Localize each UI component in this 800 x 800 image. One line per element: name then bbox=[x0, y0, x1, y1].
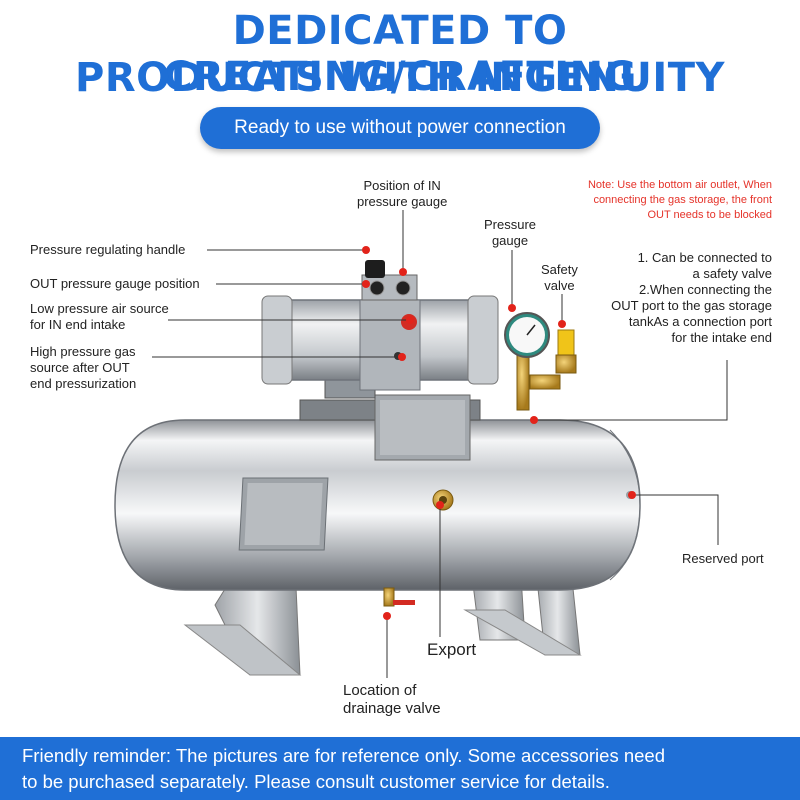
footer-line-1: Friendly reminder: The pictures are for … bbox=[22, 745, 666, 766]
label-line: 1. Can be connected to bbox=[637, 250, 772, 265]
callout-markers bbox=[362, 246, 636, 620]
footer-reminder: Friendly reminder: The pictures are for … bbox=[0, 737, 800, 800]
note-line: OUT needs to be blocked bbox=[647, 209, 772, 221]
label-line: for the intake end bbox=[671, 330, 772, 345]
label-high-pressure: High pressure gas source after OUT end p… bbox=[30, 344, 136, 392]
gauge-assembly bbox=[504, 312, 577, 411]
note-line: connecting the gas storage, the front bbox=[593, 194, 772, 206]
label-line: for IN end intake bbox=[30, 317, 126, 332]
label-line: tankAs a connection port bbox=[628, 314, 772, 329]
headline-line-2: PRODUCTS WITH INGENUITY bbox=[75, 55, 725, 101]
label-line: gauge bbox=[491, 233, 529, 248]
label-line: 2.When connecting the bbox=[639, 282, 772, 297]
label-out-gauge: OUT pressure gauge position bbox=[30, 276, 200, 291]
label-low-pressure: Low pressure air source for IN end intak… bbox=[30, 301, 169, 333]
label-line: pressure gauge bbox=[357, 194, 448, 209]
label-line: High pressure gas bbox=[30, 344, 136, 359]
label-line: Safety bbox=[541, 262, 578, 277]
label-line: source after OUT bbox=[30, 360, 130, 375]
label-line: OUT port to the gas storage bbox=[611, 298, 772, 313]
label-line: end pressurization bbox=[30, 376, 137, 391]
label-connection-info: 1. Can be connected to a safety valve 2.… bbox=[611, 250, 772, 346]
label-export: Export bbox=[427, 640, 477, 659]
note-text: Note: Use the bottom air outlet, When co… bbox=[588, 178, 772, 223]
label-safety-valve: Safety valve bbox=[541, 262, 578, 294]
label-line: Pressure bbox=[484, 217, 537, 232]
headline-line-1: DEDICATED TO CREATING/CRAFTING bbox=[163, 8, 637, 100]
label-line: a safety valve bbox=[692, 266, 773, 281]
label-line: Position of IN bbox=[363, 178, 441, 193]
leader-lines bbox=[152, 210, 728, 678]
label-in-gauge: Position of IN pressure gauge bbox=[357, 178, 447, 210]
feature-pill: Ready to use without power connection bbox=[200, 107, 600, 149]
label-line: Location of bbox=[343, 682, 417, 699]
gas-storage-tank bbox=[114, 419, 641, 607]
label-line: drainage valve bbox=[343, 700, 441, 717]
air-tank-illustration bbox=[114, 210, 728, 678]
label-reserved-port: Reserved port bbox=[682, 551, 764, 566]
label-line: valve bbox=[544, 278, 575, 293]
label-handle: Pressure regulating handle bbox=[30, 242, 186, 257]
note-line: Note: Use the bottom air outlet, When bbox=[587, 179, 772, 191]
label-line: Low pressure air source bbox=[30, 301, 169, 316]
footer-line-2: to be purchased separately. Please consu… bbox=[22, 771, 610, 792]
label-drain-valve: Location of drainage valve bbox=[343, 682, 441, 718]
label-pressure-gauge: Pressure gauge bbox=[484, 217, 536, 249]
